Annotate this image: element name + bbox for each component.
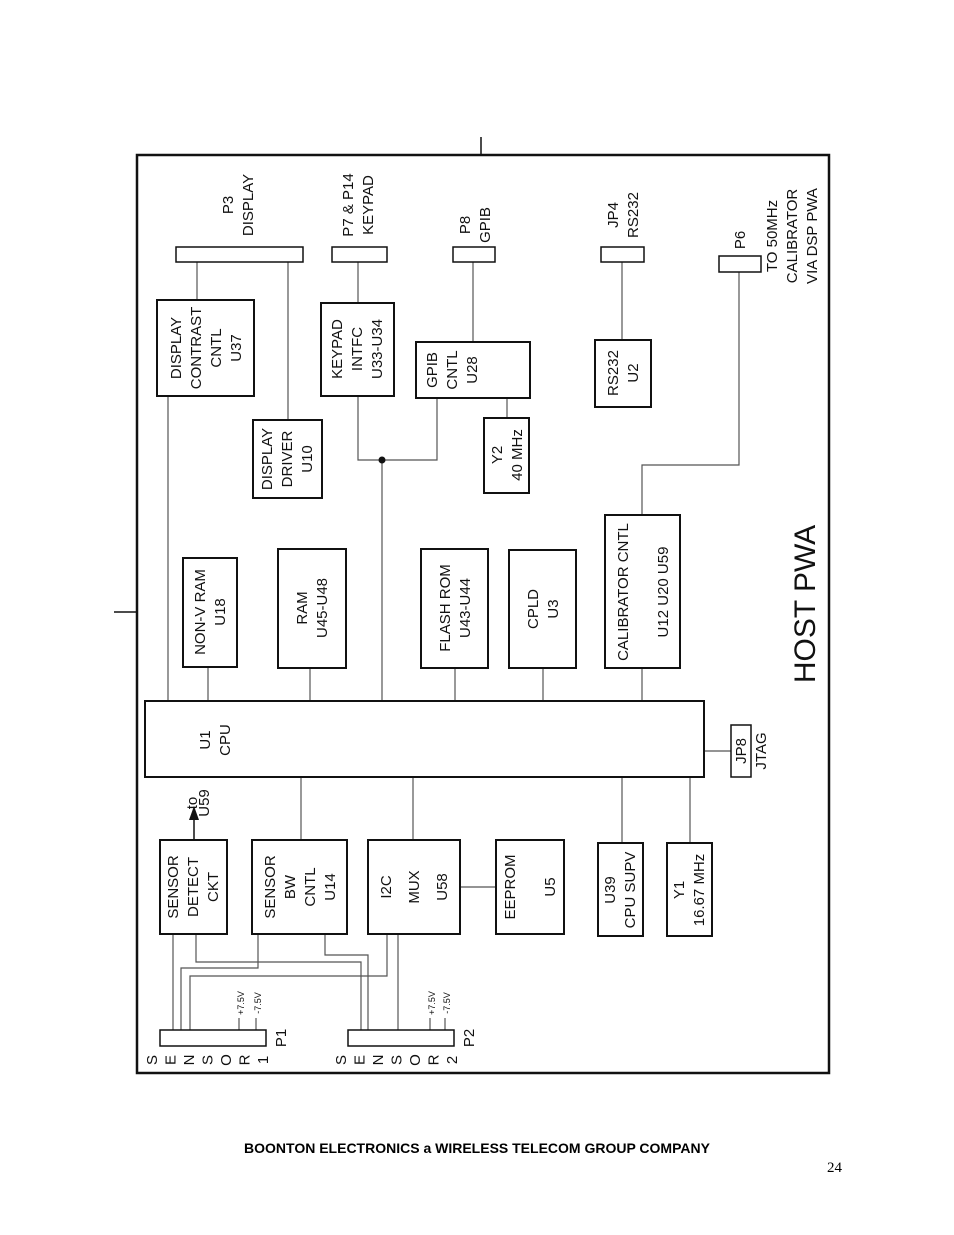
- block-y1: [666, 842, 713, 937]
- sensor1-label-letter: S: [144, 1055, 161, 1065]
- label-p1: P1: [273, 1029, 290, 1047]
- connector-p8: [452, 246, 496, 263]
- label-p2: P2: [461, 1029, 478, 1047]
- block-sensor-detect: [159, 839, 228, 935]
- block-cpu: [144, 700, 705, 778]
- block-display-contrast: [156, 299, 255, 397]
- label-supply-p2-pos: +7.5V: [427, 991, 437, 1015]
- sensor2-label-letter: S: [333, 1055, 350, 1065]
- block-keypad-intfc: [320, 302, 395, 397]
- block-ram: [277, 548, 347, 669]
- sensor1-label-letter: S: [200, 1055, 217, 1065]
- block-display-driver: [252, 419, 323, 499]
- connector-jp8: [730, 724, 752, 778]
- footer-company: BOONTON ELECTRONICS a WIRELESS TELECOM G…: [244, 1140, 710, 1156]
- junction-dot: [378, 456, 386, 464]
- sensor2-label-letter: E: [352, 1055, 369, 1065]
- block-cpu-supv: [597, 842, 644, 937]
- wires: [167, 262, 740, 1030]
- block-y2: [483, 417, 530, 494]
- sensor2-label-letter: R: [426, 1054, 443, 1065]
- block-sensor-bw: [251, 839, 348, 935]
- block-non-v-ram: [182, 557, 238, 668]
- diagram-title: HOST PWA: [789, 525, 822, 683]
- block-flash-rom: [420, 548, 489, 669]
- label-supply-p2-neg: -7.5V: [442, 992, 452, 1014]
- label-supply-p1-pos: +7.5V: [236, 991, 246, 1015]
- sensor2-label-letter: O: [407, 1054, 424, 1066]
- arrow-up-icon: [189, 806, 199, 820]
- sensor2-label-letter: 2: [444, 1056, 461, 1064]
- sensor1-label-letter: O: [218, 1054, 235, 1066]
- label-to-u59: toU59: [184, 789, 213, 817]
- sensor1-label-letter: E: [163, 1055, 180, 1065]
- block-cpld: [508, 549, 577, 669]
- connector-p6: [718, 255, 762, 273]
- host-pwa-frame: [135, 153, 831, 1075]
- block-calibrator-cntl: [604, 514, 681, 669]
- block-gpib-cntl: [415, 341, 531, 399]
- connector-p7-p14: [331, 246, 388, 263]
- connector-p1: [159, 1029, 267, 1047]
- label-p6: P6: [732, 231, 749, 249]
- block-rs232: [594, 339, 652, 408]
- label-supply-p1-neg: -7.5V: [253, 992, 263, 1014]
- block-i2c-mux: [367, 839, 461, 935]
- page-number: 24: [827, 1160, 842, 1176]
- sensor2-label-letter: N: [370, 1055, 387, 1066]
- sensor1-label-letter: 1: [255, 1056, 272, 1064]
- block-eeprom: [495, 839, 565, 935]
- connector-p3: [175, 246, 304, 263]
- sensor1-label-letter: N: [181, 1055, 198, 1066]
- connector-jp4: [600, 246, 645, 263]
- connector-p2: [347, 1029, 455, 1047]
- sensor2-label-letter: S: [389, 1055, 406, 1065]
- sensor1-label-letter: R: [237, 1054, 254, 1065]
